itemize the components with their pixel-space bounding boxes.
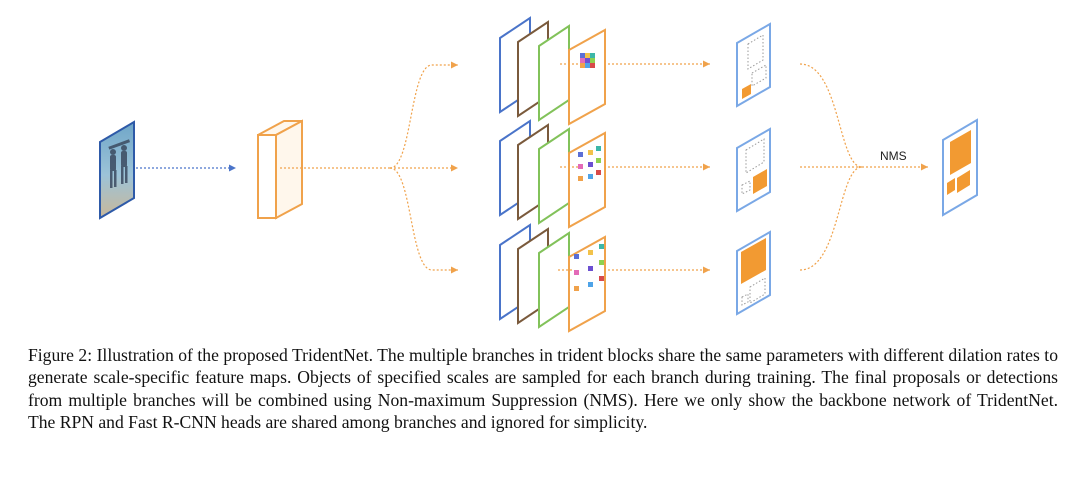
branch-top bbox=[499, 16, 606, 126]
branch-middle bbox=[499, 119, 606, 229]
final-output-map bbox=[942, 118, 978, 217]
detection-map-middle bbox=[736, 127, 771, 213]
detection-map-top bbox=[736, 22, 771, 108]
backbone-block bbox=[257, 119, 303, 220]
trident-diagram: NMS bbox=[99, 16, 978, 333]
input-image bbox=[99, 120, 135, 220]
detection-map-bottom bbox=[736, 230, 771, 316]
branch-to-detection-arrows bbox=[608, 60, 710, 274]
branch-bottom bbox=[499, 223, 606, 333]
figure-caption: Figure 2: Illustration of the proposed T… bbox=[28, 345, 1058, 433]
nms-label: NMS bbox=[880, 149, 907, 163]
merge-arrows bbox=[799, 63, 928, 271]
fork-arrows bbox=[280, 61, 458, 274]
